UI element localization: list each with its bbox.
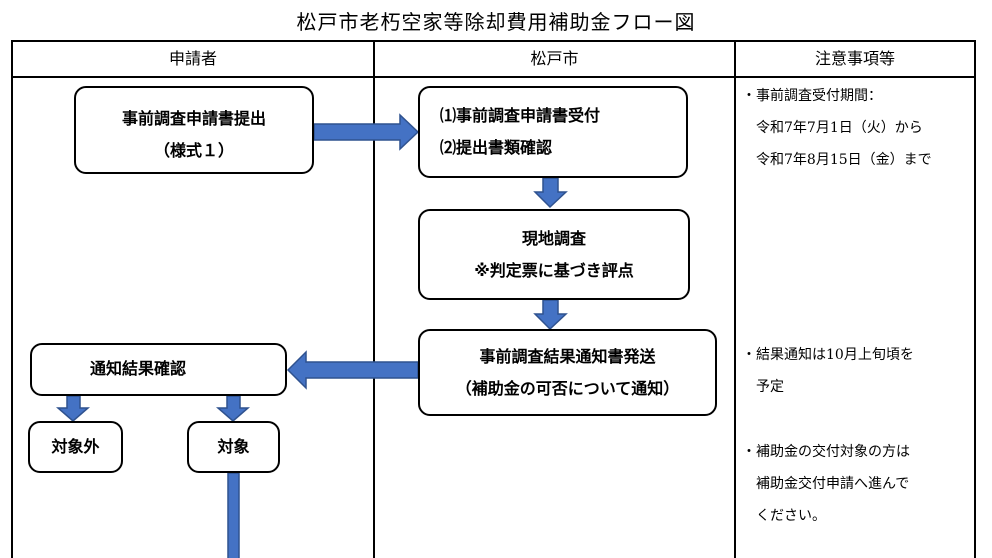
submit-application-box: 事前調査申請書提出 （様式１） — [74, 86, 314, 174]
note-line: 補助金交付申請へ進んで — [742, 476, 910, 492]
send-result-notice-line1: 事前調査結果通知書発送 — [479, 347, 656, 366]
eligible-label: 対象 — [217, 437, 250, 456]
column-divider-1 — [373, 40, 375, 558]
column-divider-2 — [734, 40, 736, 558]
note-line: 令和7年8月15日（金）まで — [742, 152, 932, 168]
page-title: 松戸市老朽空家等除却費用補助金フロー図 — [296, 10, 696, 34]
arrow-left-icon — [286, 350, 419, 390]
site-survey-line1: 現地調査 — [521, 229, 586, 248]
table-left-border — [11, 40, 13, 558]
note-line: ください。 — [742, 508, 826, 524]
confirm-result-label: 通知結果確認 — [90, 359, 187, 378]
flow-continue-bar — [227, 472, 240, 558]
site-survey-box: 現地調査 ※判定票に基づき評点 — [418, 209, 690, 300]
note-line: ・補助金の交付対象の方は — [742, 444, 910, 460]
arrow-right-icon — [313, 113, 420, 151]
arrow-down-icon — [533, 177, 568, 209]
note-line: ・事前調査受付期間： — [742, 88, 882, 104]
submit-application-line1: 事前調査申請書提出 — [121, 109, 266, 128]
table-right-border — [974, 40, 976, 558]
note-line: 予定 — [742, 379, 784, 395]
table-header-divider — [11, 76, 976, 78]
receive-application-line1: ⑴事前調査申請書受付 — [440, 106, 601, 125]
note-result-timing: ・結果通知は10月上旬頃を 予定 — [742, 339, 914, 403]
arrow-down-icon — [215, 395, 251, 422]
not-eligible-label: 対象外 — [51, 437, 100, 456]
not-eligible-box: 対象外 — [28, 421, 123, 473]
column-header-city: 松戸市 — [530, 49, 579, 68]
note-next-step: ・補助金の交付対象の方は 補助金交付申請へ進んで ください。 — [742, 436, 910, 532]
column-header-notes: 注意事項等 — [814, 49, 895, 68]
site-survey-line2: ※判定票に基づき評点 — [474, 261, 634, 280]
note-application-period: ・事前調査受付期間： 令和7年7月1日（火）から 令和7年8月15日（金）まで — [742, 80, 932, 176]
confirm-result-box: 通知結果確認 — [30, 343, 287, 396]
note-line: 令和7年7月1日（火）から — [742, 120, 923, 136]
send-result-notice-box: 事前調査結果通知書発送 （補助金の可否について通知） — [418, 329, 717, 416]
send-result-notice-line2: （補助金の可否について通知） — [455, 379, 680, 398]
note-line: ・結果通知は10月上旬頃を — [742, 347, 914, 363]
submit-application-line2: （様式１） — [153, 141, 234, 160]
receive-application-line2: ⑵提出書類確認 — [440, 138, 553, 157]
arrow-down-icon — [533, 299, 568, 331]
receive-application-box: ⑴事前調査申請書受付 ⑵提出書類確認 — [418, 86, 688, 178]
arrow-down-icon — [55, 395, 91, 422]
eligible-box: 対象 — [187, 421, 280, 473]
column-header-applicant: 申請者 — [168, 49, 217, 68]
table-top-border — [11, 40, 976, 42]
